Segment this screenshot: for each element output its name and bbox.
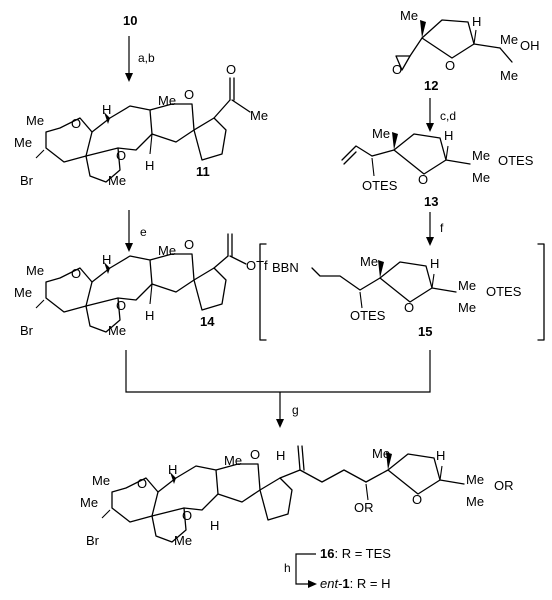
c12-o-ring: O [445, 58, 455, 73]
compound-10-label: 10 [123, 13, 137, 28]
c14-me2: Me [14, 285, 32, 300]
c11-me1: Me [26, 113, 44, 128]
c14-o1: O [71, 266, 81, 281]
step-g: g [292, 403, 299, 417]
c15-h: H [430, 256, 439, 271]
c12-o-epoxide: O [392, 62, 402, 77]
c14-o3: O [116, 298, 126, 313]
step-h: h [284, 561, 291, 575]
step-ab: a,b [138, 51, 155, 65]
compound-15-structure [311, 260, 457, 309]
compound-14-label: 14 [200, 314, 215, 329]
compound-12-label: 12 [424, 78, 438, 93]
legend-16: 16: R = TES [320, 546, 391, 561]
c16-me3: Me [224, 453, 242, 468]
c14-me3: Me [158, 243, 176, 258]
c11-me3: Me [158, 93, 176, 108]
c16-or1: OR [354, 500, 374, 515]
c14-me1: Me [26, 263, 44, 278]
c14-h2: H [145, 308, 154, 323]
c11-h1: H [102, 102, 111, 117]
c16-o4: O [412, 492, 422, 507]
c16-me7: Me [466, 494, 484, 509]
compound-11-label: 11 [196, 164, 210, 179]
c16-h2: H [276, 448, 285, 463]
c12-me: Me [400, 8, 418, 23]
c14-otf: OTf [246, 258, 268, 273]
c15-me3: Me [458, 300, 476, 315]
bracket-15 [259, 243, 545, 341]
compound-13-structure [341, 132, 471, 177]
step-f: f [440, 221, 444, 235]
c13-h: H [444, 128, 453, 143]
c15-me: Me [360, 254, 378, 269]
compound-15-label: 15 [418, 324, 432, 339]
c13-otes2: OTES [498, 153, 534, 168]
c11-me-ketone: Me [250, 108, 268, 123]
compound-13-label: 13 [424, 194, 438, 209]
c11-o-ketone: O [226, 62, 236, 77]
c11-me2: Me [14, 135, 32, 150]
c11-o1: O [71, 116, 81, 131]
c14-o2: O [184, 237, 194, 252]
c13-me: Me [372, 126, 390, 141]
c11-h2: H [145, 158, 154, 173]
c16-me2: Me [80, 495, 98, 510]
arrow-13-to-15 [426, 212, 434, 246]
step-e: e [140, 225, 147, 239]
c13-o: O [418, 172, 428, 187]
c15-otes1: OTES [350, 308, 386, 323]
c11-o2: O [184, 87, 194, 102]
legend-ent1: ent-1: R = H [320, 576, 390, 591]
c14-br: Br [20, 323, 34, 338]
legend-16-definition: : R = TES [334, 546, 391, 561]
c14-h1: H [102, 252, 111, 267]
c12-oh: OH [520, 38, 540, 53]
c12-me2: Me [500, 32, 518, 47]
c15-o: O [404, 300, 414, 315]
compound-12-structure [395, 19, 513, 71]
c13-me3: Me [472, 170, 490, 185]
c16-me4: Me [174, 533, 192, 548]
compound-ent1-label: 1 [342, 576, 349, 591]
c11-br: Br [20, 173, 34, 188]
compound-14-structure [35, 233, 247, 333]
arrow-10-to-11 [125, 36, 133, 82]
c16-o1: O [137, 476, 147, 491]
c16-br: Br [86, 533, 100, 548]
step-cd: c,d [440, 109, 456, 123]
c11-o3: O [116, 148, 126, 163]
c14-me4: Me [108, 323, 126, 338]
c16-me6: Me [466, 472, 484, 487]
c16-o3: O [182, 508, 192, 523]
c16-o2: O [250, 447, 260, 462]
c16-me1: Me [92, 473, 110, 488]
c13-otes1: OTES [362, 178, 398, 193]
compound-16-label: 16 [320, 546, 334, 561]
arrow-12-to-13 [426, 98, 434, 132]
arrow-16-to-ent1 [295, 553, 317, 588]
c15-bbn: BBN [272, 260, 299, 275]
convergence-arrows [125, 350, 431, 428]
c15-otes2: OTES [486, 284, 522, 299]
c16-or2: OR [494, 478, 514, 493]
c16-h3: H [210, 518, 219, 533]
ent1-dash: - [338, 576, 342, 591]
arrow-11-to-14 [125, 210, 133, 252]
c12-h: H [472, 14, 481, 29]
compound-16-structure [101, 445, 465, 543]
c12-me3: Me [500, 68, 518, 83]
compound-11-structure [35, 77, 251, 183]
ent1-prefix: ent [320, 576, 339, 591]
c15-me2: Me [458, 278, 476, 293]
c13-me2: Me [472, 148, 490, 163]
c16-me5: Me [372, 446, 390, 461]
c16-h4: H [436, 448, 445, 463]
c11-me4: Me [108, 173, 126, 188]
c16-h1: H [168, 462, 177, 477]
legend-ent1-definition: : R = H [350, 576, 391, 591]
